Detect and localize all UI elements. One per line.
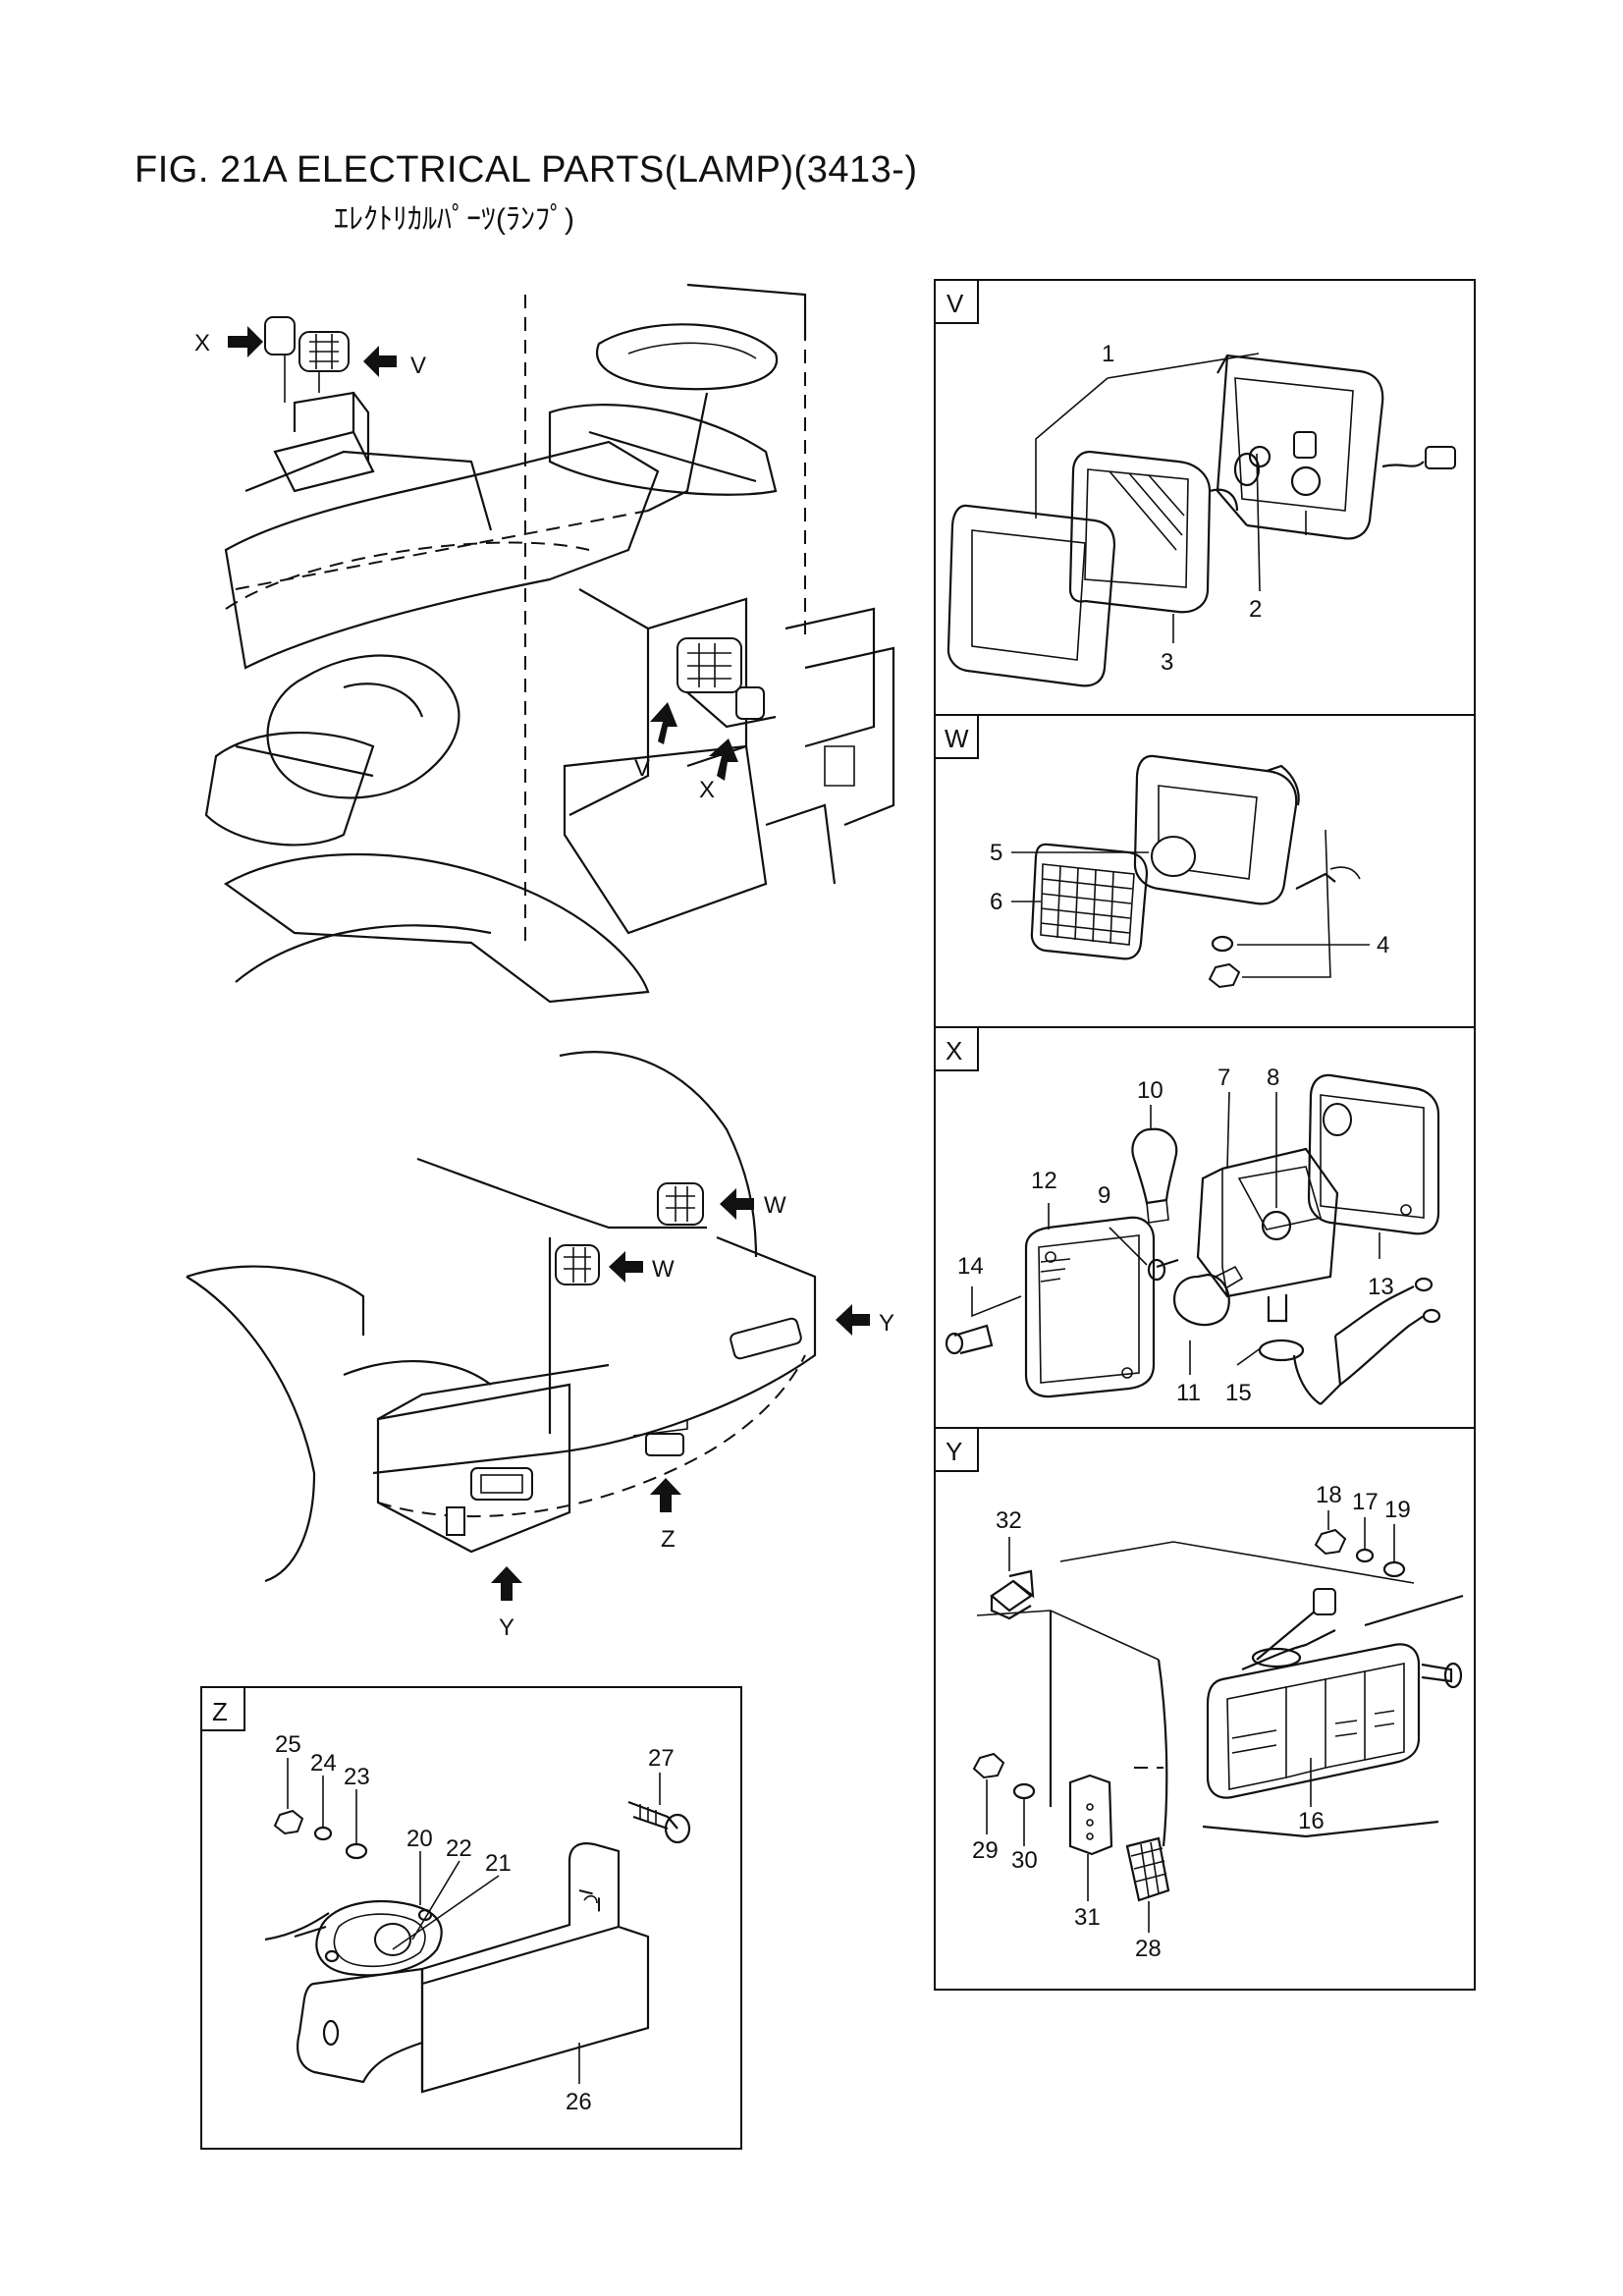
panel-z-callout-27: 27 xyxy=(648,1745,675,1772)
panel-x-callout-12: 12 xyxy=(1031,1168,1057,1194)
panel-x-callout-14: 14 xyxy=(957,1253,984,1280)
panel-y-callout-30: 30 xyxy=(1011,1847,1038,1874)
panel-y-tag: Y xyxy=(946,1437,962,1466)
panel-x-callout-10: 10 xyxy=(1137,1077,1163,1104)
panel-w-callout-4: 4 xyxy=(1377,932,1389,958)
detail-panel-y: Y xyxy=(934,1427,1476,1991)
view-arrow-label-x2: X xyxy=(699,777,715,803)
panel-y-callout-18: 18 xyxy=(1316,1482,1342,1508)
panel-x-callout-13: 13 xyxy=(1368,1274,1394,1300)
panel-x-callout-15: 15 xyxy=(1225,1380,1252,1406)
panel-x-callout-9: 9 xyxy=(1098,1182,1110,1209)
view-arrow-label-w2: W xyxy=(652,1256,675,1283)
view-arrow-label-v: V xyxy=(410,353,426,379)
panel-z-callout-25: 25 xyxy=(275,1731,301,1758)
detail-panel-z: Z 25 24 23 xyxy=(200,1686,742,2150)
panel-y-callout-29: 29 xyxy=(972,1837,999,1864)
detail-panel-x: X xyxy=(934,1026,1476,1429)
figure-subtitle: ｴﾚｸﾄﾘｶﾙﾊﾟｰﾂ(ﾗﾝﾌﾟ) xyxy=(334,203,574,236)
view-arrow-label-z: Z xyxy=(661,1526,676,1553)
view-arrow-label-x: X xyxy=(194,330,210,356)
panel-z-callout-26: 26 xyxy=(566,2089,592,2115)
panel-v-tag: V xyxy=(947,289,964,318)
panel-y-callout-16: 16 xyxy=(1298,1808,1325,1834)
panel-z-tag: Z xyxy=(212,1697,228,1726)
panel-v-callout-2: 2 xyxy=(1249,596,1262,623)
panel-x-callout-7: 7 xyxy=(1217,1065,1230,1091)
panel-y-callout-28: 28 xyxy=(1135,1936,1162,1962)
panel-z-callout-24: 24 xyxy=(310,1750,337,1777)
panel-z-callout-22: 22 xyxy=(446,1835,472,1862)
panel-z-callout-21: 21 xyxy=(485,1850,512,1877)
panel-y-callout-17: 17 xyxy=(1352,1489,1379,1515)
view-arrow-label-v2: V xyxy=(634,755,650,782)
panel-x-callout-8: 8 xyxy=(1267,1065,1279,1091)
machine-overview-lower: W W Y Z Y xyxy=(186,1051,894,1641)
panel-z-callout-20: 20 xyxy=(406,1826,433,1852)
detail-panel-v: V 1 2 3 xyxy=(934,279,1476,716)
panel-w-callout-6: 6 xyxy=(990,889,1002,915)
panel-x-callout-11: 11 xyxy=(1176,1380,1201,1406)
view-arrow-label-y: Y xyxy=(879,1310,894,1337)
view-arrow-label-y2: Y xyxy=(499,1614,514,1641)
machine-overview-upper: X V V X xyxy=(194,283,895,1004)
panel-v-callout-3: 3 xyxy=(1161,649,1173,676)
panel-y-callout-31: 31 xyxy=(1074,1904,1101,1931)
panel-y-callout-19: 19 xyxy=(1384,1497,1411,1523)
panel-z-callout-23: 23 xyxy=(344,1764,370,1790)
figure-title: FIG. 21A ELECTRICAL PARTS(LAMP)(3413-) xyxy=(135,149,918,191)
panel-y-callout-32: 32 xyxy=(996,1507,1022,1534)
view-arrow-label-w: W xyxy=(764,1192,786,1219)
panel-x-tag: X xyxy=(946,1036,962,1066)
panel-v-callout-1: 1 xyxy=(1102,341,1114,367)
panel-w-tag: W xyxy=(945,724,969,753)
detail-panel-w: W 5 6 4 xyxy=(934,714,1476,1028)
panel-w-callout-5: 5 xyxy=(990,840,1002,866)
